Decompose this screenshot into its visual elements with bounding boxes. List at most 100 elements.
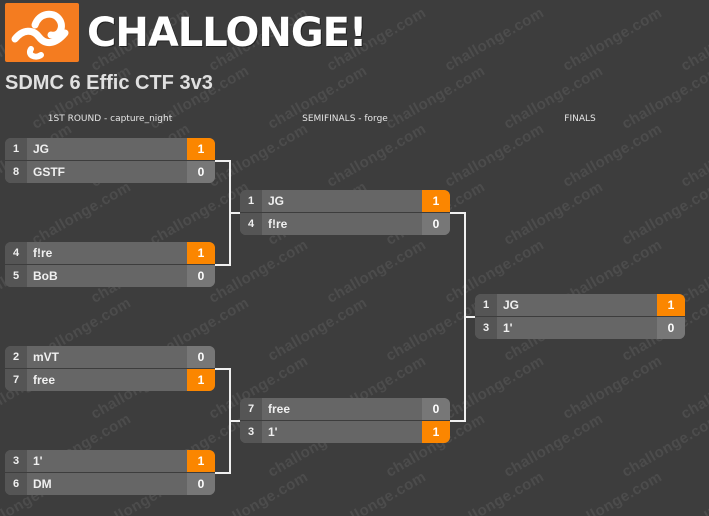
score: 0 <box>422 213 450 235</box>
participant-name[interactable]: free <box>27 369 187 391</box>
watermark-text: challonge.com <box>206 236 312 307</box>
watermark-text: challonge.com <box>560 468 666 516</box>
participant-name[interactable]: 1' <box>497 317 657 339</box>
seed-number: 3 <box>240 421 262 443</box>
participant-name[interactable]: free <box>262 398 422 420</box>
winning-score: 1 <box>187 242 215 264</box>
watermark-text: challonge.com <box>29 178 135 249</box>
watermark-text: challonge.com <box>442 468 548 516</box>
site-header: CHALLONGE! <box>5 3 367 62</box>
watermark-text: challonge.com <box>206 120 312 191</box>
participant-name[interactable]: JG <box>262 190 422 212</box>
score: 0 <box>187 161 215 183</box>
watermark-text: challonge.com <box>442 4 548 75</box>
seed-number: 1 <box>5 138 27 160</box>
winning-score: 1 <box>657 294 685 316</box>
connector-line <box>215 264 230 266</box>
watermark-text: challonge.com <box>383 294 489 365</box>
seed-number: 5 <box>5 265 27 287</box>
watermark-text: challonge.com <box>619 410 709 481</box>
score: 0 <box>187 265 215 287</box>
seed-number: 3 <box>475 317 497 339</box>
connector-line <box>215 160 230 162</box>
participant-name[interactable]: JG <box>27 138 187 160</box>
seed-number: 8 <box>5 161 27 183</box>
participant-name[interactable]: DM <box>27 473 187 495</box>
watermark-text: challonge.com <box>442 352 548 423</box>
watermark-text: challonge.com <box>619 178 709 249</box>
watermark-text: challonge.com <box>678 120 709 191</box>
participant-name[interactable]: mVT <box>27 346 187 368</box>
seed-number: 1 <box>475 294 497 316</box>
score: 0 <box>187 346 215 368</box>
round-label-semifinals: SEMIFINALS - forge <box>302 114 388 124</box>
seed-number: 4 <box>5 242 27 264</box>
connector-line <box>229 212 240 214</box>
watermark-text: challonge.com <box>678 4 709 75</box>
connector-line <box>450 420 465 422</box>
watermark-text: challonge.com <box>678 468 709 516</box>
watermark-text: challonge.com <box>206 468 312 516</box>
winning-score: 1 <box>187 138 215 160</box>
participant-name[interactable]: BoB <box>27 265 187 287</box>
watermark-text: challonge.com <box>560 120 666 191</box>
tournament-title: SDMC 6 Effic CTF 3v3 <box>5 72 213 94</box>
watermark-text: challonge.com <box>678 352 709 423</box>
watermark-text: challonge.com <box>501 178 607 249</box>
participant-name[interactable]: f!re <box>262 213 422 235</box>
participant-name[interactable]: GSTF <box>27 161 187 183</box>
round-label-1: 1ST ROUND - capture_night <box>47 114 173 124</box>
winning-score: 1 <box>422 421 450 443</box>
seed-number: 6 <box>5 473 27 495</box>
winning-score: 1 <box>422 190 450 212</box>
seed-number: 1 <box>240 190 262 212</box>
winning-score: 1 <box>187 450 215 472</box>
seed-number: 7 <box>240 398 262 420</box>
participant-name[interactable]: 1' <box>262 421 422 443</box>
participant-name[interactable]: f!re <box>27 242 187 264</box>
watermark-text: challonge.com <box>560 352 666 423</box>
round-label-finals: FINALS <box>564 114 596 124</box>
seed-number: 7 <box>5 369 27 391</box>
score: 0 <box>422 398 450 420</box>
watermark-text: challonge.com <box>265 294 371 365</box>
connector-line <box>215 368 230 370</box>
connector-line <box>464 316 475 318</box>
logo-wordmark[interactable]: CHALLONGE! <box>87 9 367 56</box>
winning-score: 1 <box>187 369 215 391</box>
connector-line <box>215 472 230 474</box>
participant-name[interactable]: JG <box>497 294 657 316</box>
connector-line <box>450 212 465 214</box>
watermark-text: challonge.com <box>324 236 430 307</box>
connector-line <box>229 420 240 422</box>
watermark-text: challonge.com <box>324 120 430 191</box>
watermark-text: challonge.com <box>324 468 430 516</box>
score: 0 <box>657 317 685 339</box>
participant-name[interactable]: 1' <box>27 450 187 472</box>
seed-number: 3 <box>5 450 27 472</box>
challonge-logo-icon[interactable] <box>5 3 79 62</box>
score: 0 <box>187 473 215 495</box>
watermark-text: challonge.com <box>560 4 666 75</box>
